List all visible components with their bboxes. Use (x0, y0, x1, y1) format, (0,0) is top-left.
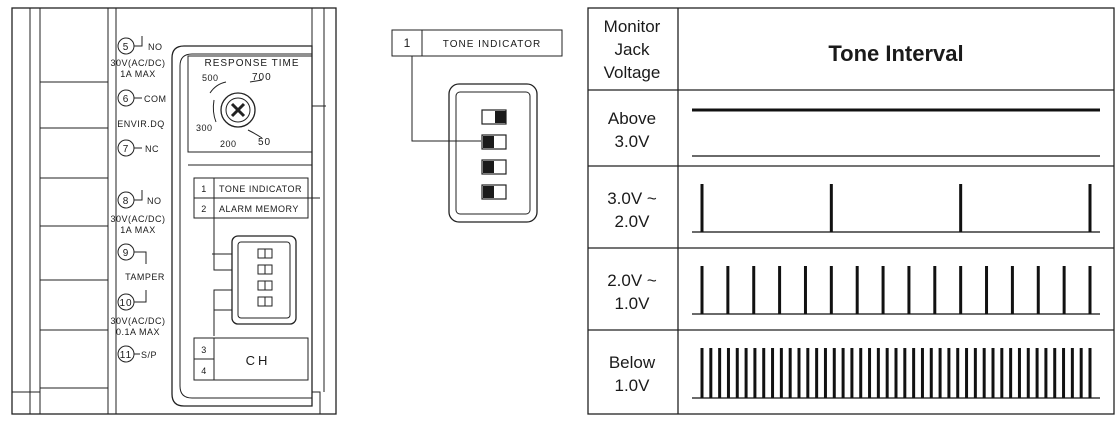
dip-switch-4 (481, 184, 507, 200)
svg-text:2.0V ~: 2.0V ~ (607, 271, 657, 290)
tone-interval-header: Tone Interval (828, 41, 963, 66)
svg-text:Below: Below (609, 353, 656, 372)
waveform-row-1 (692, 108, 1100, 157)
callout-dip-switches (481, 109, 507, 200)
switch-table: 1 TONE INDICATOR 2 ALARM MEMORY (188, 164, 320, 219)
svg-text:11: 11 (120, 350, 132, 361)
svg-text:2.0V: 2.0V (615, 212, 651, 231)
terminal-10: 10 30V(AC/DC) 0.1A MAX (110, 290, 165, 337)
svg-text:RESPONSE TIME: RESPONSE TIME (204, 58, 299, 69)
terminal-8: 8 NO 30V(AC/DC) 1A MAX (110, 190, 165, 235)
terminal-6: 6 COM ENVIR.DQ (117, 89, 167, 129)
svg-text:Voltage: Voltage (604, 63, 661, 82)
svg-text:Jack: Jack (615, 40, 650, 59)
svg-text:Monitor: Monitor (604, 17, 661, 36)
svg-text:1A MAX: 1A MAX (120, 69, 156, 79)
terminal-block-drawing: 5 NO 30V(AC/DC) 1A MAX 6 COM ENVIR.DQ 7 … (11, 7, 337, 415)
tone-indicator-callout: 1 TONE INDICATOR (391, 29, 563, 223)
svg-text:ENVIR.DQ: ENVIR.DQ (117, 119, 165, 129)
svg-text:COM: COM (144, 94, 167, 104)
svg-text:1: 1 (201, 184, 207, 194)
svg-text:NO: NO (148, 42, 163, 52)
terminal-9: 9 TAMPER (117, 243, 165, 282)
svg-text:0.1A MAX: 0.1A MAX (116, 327, 160, 337)
svg-text:Above: Above (608, 109, 656, 128)
row-label-3v-2v: 3.0V ~ 2.0V (607, 189, 657, 231)
dip-switch-3 (481, 159, 507, 175)
waveform-row-2 (692, 184, 1100, 233)
callout-label-box (391, 29, 563, 57)
svg-text:TONE INDICATOR: TONE INDICATOR (219, 184, 302, 194)
svg-text:3.0V ~: 3.0V ~ (607, 189, 657, 208)
terminal-separators (12, 81, 108, 393)
svg-text:TAMPER: TAMPER (125, 272, 165, 282)
svg-text:10: 10 (119, 298, 132, 309)
response-time-section: RESPONSE TIME 500 700 300 200 50 (187, 55, 326, 153)
svg-text:50: 50 (258, 137, 271, 148)
voltage-column-header: Monitor Jack Voltage (604, 17, 661, 82)
svg-text:NC: NC (145, 144, 159, 154)
svg-text:1: 1 (404, 36, 411, 50)
terminal-5: 5 NO 30V(AC/DC) 1A MAX (110, 36, 165, 79)
svg-text:2: 2 (201, 204, 207, 214)
svg-text:7: 7 (123, 144, 130, 155)
svg-text:1A MAX: 1A MAX (120, 225, 156, 235)
response-time-dial (220, 92, 256, 128)
svg-text:NO: NO (147, 196, 162, 206)
svg-text:5: 5 (123, 42, 130, 53)
waveform-row-3 (692, 266, 1100, 315)
tone-waveforms (692, 108, 1100, 399)
svg-text:6: 6 (123, 94, 130, 105)
svg-text:4: 4 (201, 366, 207, 376)
svg-text:300: 300 (196, 123, 213, 133)
tone-interval-table: Monitor Jack Voltage Tone Interval Above… (587, 7, 1115, 415)
svg-text:3: 3 (201, 345, 207, 355)
svg-text:9: 9 (123, 248, 130, 259)
callout-leader-line (411, 56, 481, 142)
svg-text:CH: CH (246, 353, 271, 368)
terminal-11: 11 S/P (117, 345, 157, 363)
control-panel-outline (171, 45, 313, 407)
svg-text:TONE INDICATOR: TONE INDICATOR (443, 39, 541, 50)
housing-outline (11, 7, 337, 415)
terminal-7: 7 NC (117, 139, 159, 157)
svg-text:500: 500 (202, 73, 219, 83)
svg-text:700: 700 (252, 72, 272, 83)
svg-text:8: 8 (123, 196, 130, 207)
panel-dip-switch (212, 218, 297, 336)
svg-text:S/P: S/P (141, 350, 157, 360)
svg-text:200: 200 (220, 139, 237, 149)
dip-switch-1 (481, 109, 507, 125)
row-label-2v-1v: 2.0V ~ 1.0V (607, 271, 657, 313)
svg-text:1.0V: 1.0V (615, 294, 651, 313)
row-label-above-3v: Above 3.0V (608, 109, 656, 151)
svg-text:30V(AC/DC): 30V(AC/DC) (110, 58, 165, 68)
channel-box: 3 4 CH (193, 337, 309, 381)
row-label-below-1v: Below 1.0V (609, 353, 656, 395)
waveform-row-4 (692, 348, 1100, 399)
svg-text:3.0V: 3.0V (615, 132, 651, 151)
dip-switch-2 (481, 134, 507, 150)
callout-dip-housing (448, 83, 538, 223)
svg-text:ALARM MEMORY: ALARM MEMORY (219, 204, 299, 214)
svg-text:1.0V: 1.0V (615, 376, 651, 395)
svg-text:30V(AC/DC): 30V(AC/DC) (110, 316, 165, 326)
svg-text:30V(AC/DC): 30V(AC/DC) (110, 214, 165, 224)
